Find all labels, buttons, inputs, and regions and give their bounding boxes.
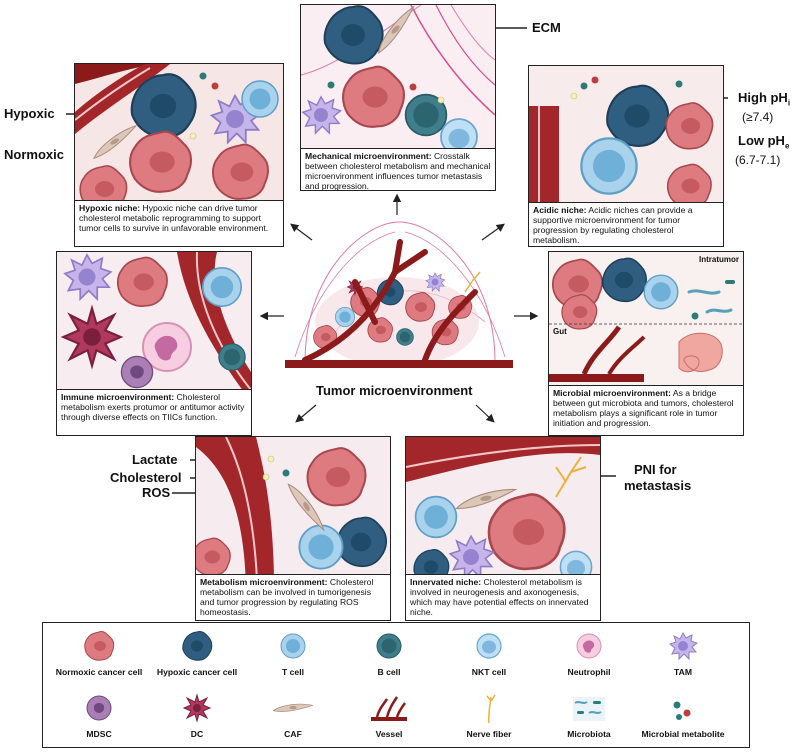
mechanical-microenvironment-panel: Mechanical microenvironment: Crosstalk b…: [300, 4, 496, 191]
dc-icon: [183, 694, 211, 722]
metabolism-text: Cholesterol metabolism can be involved i…: [200, 577, 374, 617]
normoxic-cancer-cell-icon: [84, 631, 115, 661]
innervated-caption: Innervated niche: Cholesterol metabolism…: [406, 574, 600, 620]
gut-sublabel: Gut: [553, 327, 567, 336]
low-ph-label: Low pHe: [738, 133, 789, 151]
low-ph-text: Low pH: [738, 133, 785, 148]
pni-label-line2: metastasis: [624, 478, 692, 493]
immune-title: Immune microenvironment:: [61, 392, 175, 402]
cholesterol-label: Cholesterol: [110, 470, 182, 485]
tam-icon: [669, 632, 698, 660]
center-title: Tumor microenvironment: [316, 383, 473, 398]
pni-label-line1: PNI for: [634, 462, 677, 477]
legend-label: NKT cell: [471, 667, 507, 677]
arrow-to-innervated: [475, 404, 495, 423]
nkt-cell-icon: [476, 633, 502, 659]
microbial-microenvironment-panel: Intratumor Gut Microbial microenvironmen…: [548, 251, 744, 436]
legend-label: Microbiota: [567, 729, 611, 739]
legend-label: Nerve fiber: [466, 729, 512, 739]
legend-item: B cell: [339, 629, 439, 677]
legend-label: CAF: [284, 729, 302, 739]
innervated-title: Innervated niche:: [410, 577, 482, 587]
mechanical-caption: Mechanical microenvironment: Crosstalk b…: [301, 148, 495, 190]
b-cell-icon: [376, 633, 402, 659]
innervated-text: Cholesterol metabolism is involved in ne…: [410, 577, 589, 617]
legend-label: Normoxic cancer cell: [55, 667, 143, 677]
immune-text: Cholesterol metabolism exerts protumor o…: [61, 392, 245, 422]
legend-label: Neutrophil: [567, 667, 611, 677]
hypoxic-niche-title: Hypoxic niche:: [79, 203, 141, 213]
caf-icon: [273, 703, 313, 712]
mechanical-text: Crosstalk between cholesterol metabolism…: [305, 151, 491, 191]
legend-item: Microbiota: [539, 691, 639, 739]
cell-type-legend: Normoxic cancer cell Hypoxic cancer cell T…: [42, 622, 750, 748]
high-ph-value: (≥7.4): [742, 110, 774, 124]
high-ph-subscript: i: [787, 98, 791, 108]
legend-item: Microbial metabolite: [633, 691, 733, 739]
legend-label: Vessel: [375, 729, 403, 739]
legend-label: MDSC: [86, 729, 112, 739]
hypoxic-niche-panel: Hypoxic niche: Hypoxic niche can drive t…: [74, 63, 284, 247]
immune-caption: Immune microenvironment: Cholesterol met…: [57, 389, 251, 435]
microbial-caption: Microbial microenvironment: As a bridge …: [549, 385, 743, 435]
legend-item: Vessel: [339, 691, 439, 739]
microbial-title: Microbial microenvironment:: [553, 388, 671, 398]
acidic-niche-panel: Acidic niche: Acidic niches can provide …: [528, 65, 724, 247]
acidic-niche-caption: Acidic niche: Acidic niches can provide …: [529, 202, 723, 246]
low-ph-subscript: e: [784, 141, 790, 151]
metabolism-title: Metabolism microenvironment:: [200, 577, 328, 587]
metabolism-caption: Metabolism microenvironment: Cholesterol…: [196, 574, 390, 620]
t-cell-icon: [280, 633, 306, 659]
intratumor-sublabel: Intratumor: [699, 255, 739, 264]
neutrophil-icon: [576, 633, 602, 659]
normoxic-label: Normoxic: [4, 147, 64, 162]
arrow-to-hypoxic: [290, 223, 313, 241]
legend-item: T cell: [243, 629, 343, 677]
high-ph-label: High pHi: [738, 90, 790, 108]
low-ph-value: (6.7-7.1): [735, 153, 781, 167]
arrow-to-acidic: [481, 223, 505, 241]
ros-label: ROS: [142, 485, 171, 500]
microbial-text: As a bridge between gut microbiota and t…: [553, 388, 734, 428]
legend-label: DC: [190, 729, 204, 739]
legend-label: Microbial metabolite: [641, 729, 725, 739]
legend-item: CAF: [243, 691, 343, 739]
tumor-microenvironment-illustration: [285, 221, 513, 368]
vessel-icon: [371, 696, 407, 721]
acidic-niche-text: Acidic niches can provide a supportive m…: [533, 205, 693, 245]
legend-item: Neutrophil: [539, 629, 639, 677]
legend-label: T cell: [282, 667, 304, 677]
legend-item: Normoxic cancer cell: [49, 629, 149, 677]
high-ph-text: High pH: [738, 90, 788, 105]
legend-label: Hypoxic cancer cell: [156, 667, 238, 677]
immune-microenvironment-panel: Immune microenvironment: Cholesterol met…: [56, 251, 252, 436]
mechanical-title: Mechanical microenvironment:: [305, 151, 432, 161]
legend-item: NKT cell: [439, 629, 539, 677]
lactate-label: Lactate: [132, 452, 178, 467]
legend-label: TAM: [674, 667, 692, 677]
legend-item: TAM: [633, 629, 733, 677]
microbial-metabolite-icon: [673, 701, 691, 720]
microbiota-icon: [573, 697, 605, 721]
hypoxic-label: Hypoxic: [4, 106, 55, 121]
acidic-niche-title: Acidic niche:: [533, 205, 587, 215]
nerve-fiber-icon: [486, 694, 496, 724]
hypoxic-niche-caption: Hypoxic niche: Hypoxic niche can drive t…: [75, 200, 283, 246]
legend-item: MDSC: [49, 691, 149, 739]
legend-item: DC: [147, 691, 247, 739]
hypoxic-niche-text: Hypoxic niche can drive tumor cholestero…: [79, 203, 269, 233]
ecm-label: ECM: [532, 20, 561, 35]
metabolism-microenvironment-panel: Metabolism microenvironment: Cholesterol…: [195, 436, 391, 621]
legend-item: Hypoxic cancer cell: [147, 629, 247, 677]
arrow-to-metabolism: [295, 404, 317, 423]
legend-item: Nerve fiber: [439, 691, 539, 739]
innervated-niche-panel: Innervated niche: Cholesterol metabolism…: [405, 436, 601, 621]
mdsc-icon: [86, 695, 112, 721]
hypoxic-cancer-cell-icon: [182, 631, 213, 661]
legend-label: B cell: [377, 667, 401, 677]
